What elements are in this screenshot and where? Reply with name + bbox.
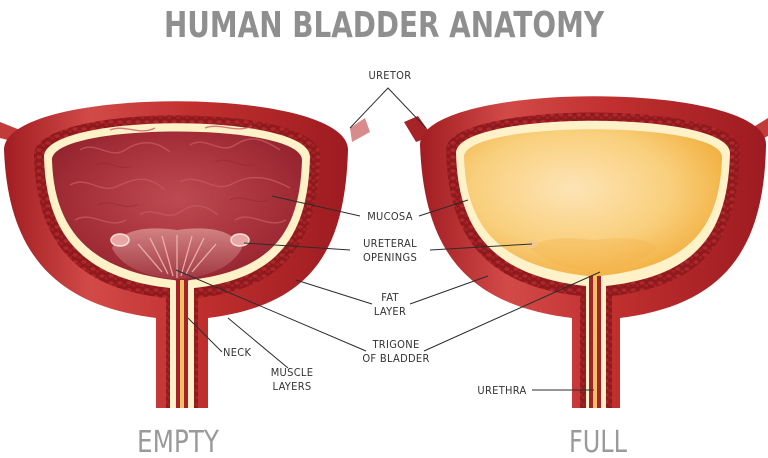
leader-lines bbox=[175, 87, 601, 391]
label-neck: NECK bbox=[223, 346, 251, 359]
label-ureteral-line2: OPENINGS bbox=[363, 251, 417, 264]
caption-full: FULL bbox=[569, 425, 627, 458]
diagram-title: HUMAN BLADDER ANATOMY bbox=[164, 5, 605, 46]
full-bladder bbox=[420, 96, 767, 408]
label-mucosa: MUCOSA bbox=[367, 210, 413, 223]
label-trigone-line2: OF BLADDER bbox=[362, 352, 429, 365]
empty-bladder bbox=[4, 101, 348, 408]
labels: URETOR MUCOSA URETERAL OPENINGS FAT LAYE… bbox=[223, 69, 526, 397]
label-fat-line2: LAYER bbox=[374, 305, 406, 318]
label-ureteral-line1: URETERAL bbox=[363, 237, 417, 250]
label-muscle-line2: LAYERS bbox=[273, 380, 312, 393]
label-fat-line1: FAT bbox=[381, 291, 399, 304]
label-muscle-line1: MUSCLE bbox=[271, 366, 314, 379]
caption-empty: EMPTY bbox=[137, 425, 220, 458]
label-uretor: URETOR bbox=[369, 69, 412, 82]
label-urethra: URETHRA bbox=[477, 384, 526, 397]
label-trigone-line1: TRIGONE bbox=[371, 338, 419, 351]
